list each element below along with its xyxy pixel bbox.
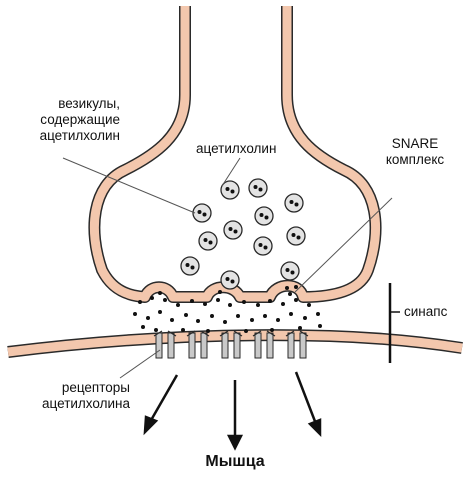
acetylcholine-molecule bbox=[263, 314, 267, 318]
muscle-label: Мышца bbox=[185, 454, 285, 470]
vesicle bbox=[287, 227, 305, 245]
vesicle bbox=[181, 257, 199, 275]
vesicle bbox=[281, 262, 299, 280]
acetylcholine-molecule bbox=[318, 324, 322, 328]
acetylcholine-molecule bbox=[303, 316, 307, 320]
acetylcholine-molecule bbox=[298, 326, 302, 330]
vesicle bbox=[221, 271, 239, 289]
signal-arrows bbox=[145, 372, 320, 448]
acetylcholine-molecule bbox=[281, 302, 285, 306]
acetylcholine-molecule bbox=[210, 314, 214, 318]
vesicle bbox=[224, 221, 242, 239]
acetylcholine-molecule bbox=[163, 298, 167, 302]
acetylcholine-molecule bbox=[289, 312, 293, 316]
acetylcholine-molecule bbox=[236, 314, 240, 318]
acetylcholine-molecule bbox=[270, 328, 274, 332]
acetylcholine-molecule bbox=[244, 329, 248, 333]
acetylcholine-molecule bbox=[133, 312, 137, 316]
vesicle bbox=[193, 204, 211, 222]
acetylcholine-molecule bbox=[256, 303, 260, 307]
vesicle bbox=[254, 237, 272, 255]
vesicles-label: везикулы, содержащие ацетилхолин bbox=[12, 96, 120, 144]
synapse-label: синапс bbox=[404, 304, 447, 320]
vesicle bbox=[285, 194, 303, 212]
acetylcholine-molecule bbox=[307, 303, 311, 307]
acetylcholine-molecule bbox=[316, 312, 320, 316]
acetylcholine-molecule bbox=[218, 290, 222, 294]
vesicles-label-line1: везикулы, bbox=[12, 96, 120, 112]
receptors-label-line1: рецепторы bbox=[8, 380, 130, 396]
acetylcholine-molecule bbox=[223, 320, 227, 324]
vesicle bbox=[255, 207, 273, 225]
acetylcholine-molecule bbox=[250, 318, 254, 322]
acetylcholine-molecule bbox=[268, 299, 272, 303]
acetylcholine-molecule bbox=[158, 291, 162, 295]
acetylcholine-molecule bbox=[242, 300, 246, 304]
acetylcholine-molecule bbox=[285, 286, 289, 290]
acetylcholine-molecule bbox=[276, 318, 280, 322]
acetylcholine-molecule bbox=[146, 316, 150, 320]
acetylcholine-label: ацетилхолин bbox=[196, 141, 276, 157]
acetylcholine-molecule bbox=[176, 303, 180, 307]
acetylcholine-molecule bbox=[294, 285, 298, 289]
acetylcholine-molecule bbox=[181, 328, 185, 332]
receptors-label-line2: ацетилхолина bbox=[8, 396, 130, 412]
vesicles-label-line3: ацетилхолин bbox=[12, 128, 120, 144]
snare-label-line1: SNARE bbox=[366, 136, 464, 152]
snare-label-line2: комплекс bbox=[366, 152, 464, 168]
snare-complex-label: SNARE комплекс bbox=[366, 136, 464, 168]
acetylcholine-molecule bbox=[216, 298, 220, 302]
acetylcholine-molecule bbox=[203, 302, 207, 306]
receptors-label: рецепторы ацетилхолина bbox=[8, 380, 130, 412]
acetylcholine-molecule bbox=[141, 325, 145, 329]
acetylcholine-molecule bbox=[184, 313, 188, 317]
acetylcholine-molecule bbox=[158, 310, 162, 314]
vesicle bbox=[249, 179, 267, 197]
acetylcholine-molecule bbox=[228, 303, 232, 307]
acetylcholine-molecule bbox=[170, 318, 174, 322]
synapse-bracket bbox=[390, 283, 400, 363]
acetylcholine-molecule bbox=[190, 299, 194, 303]
acetylcholine-molecule bbox=[196, 319, 200, 323]
acetylcholine-molecule bbox=[206, 329, 210, 333]
acetylcholine-molecule bbox=[154, 328, 158, 332]
acetylcholine-molecule bbox=[294, 298, 298, 302]
acetylcholine-molecule bbox=[138, 300, 142, 304]
acetylcholine-molecule bbox=[150, 296, 154, 300]
vesicle bbox=[199, 232, 217, 250]
acetylcholine-vesicles bbox=[181, 179, 305, 289]
acetylcholine-molecule bbox=[288, 292, 292, 296]
vesicles-label-line2: содержащие bbox=[12, 112, 120, 128]
